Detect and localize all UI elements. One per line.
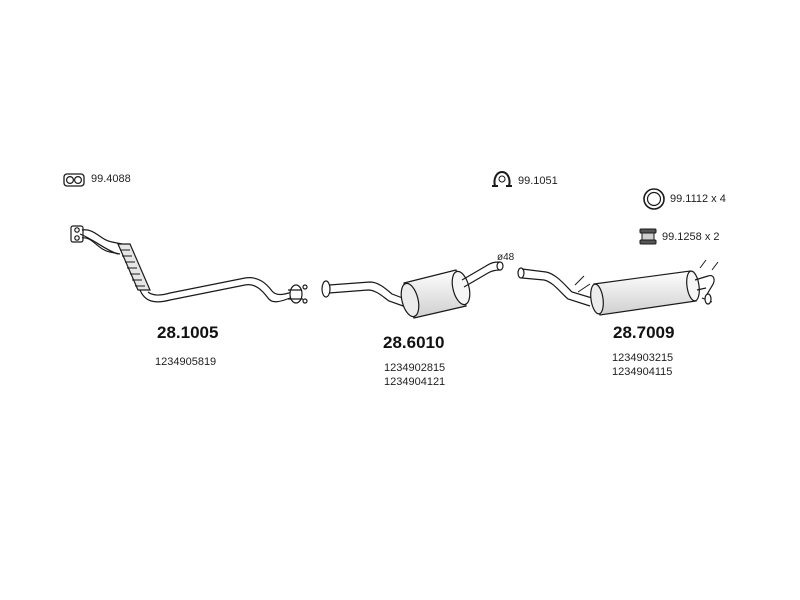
manifold-flange [70, 225, 84, 243]
clamp-icon [492, 170, 512, 187]
oe-ref-rear-silencer-1: 1234903215 [612, 352, 674, 364]
part-number-rear-silencer: 28.7009 [613, 323, 675, 342]
oe-ref-centre-silencer-2: 1234904121 [384, 376, 446, 388]
part-number-front-pipe: 28.1005 [157, 323, 219, 342]
gasket-icon [63, 173, 85, 187]
rear-silencer-body [590, 270, 700, 316]
rear-flange [288, 284, 308, 304]
part-number-centre-silencer: 28.6010 [383, 333, 445, 352]
centre-silencer-body [400, 269, 471, 319]
centre-silencer-drawing [321, 261, 504, 319]
rubber-mount-code: 99.1258 x 2 [662, 231, 720, 243]
diameter-label: ø48 [497, 252, 515, 263]
ring-code: 99.1112 x 4 [670, 193, 726, 205]
rubber-mount-icon [639, 228, 657, 245]
oe-ref-rear-silencer-2: 1234904115 [612, 366, 673, 378]
clamp-code: 99.1051 [518, 175, 558, 187]
front-pipe-drawing [70, 225, 308, 304]
oe-ref-front-pipe-1: 1234905819 [155, 356, 217, 368]
ring-icon [643, 188, 665, 210]
rear-silencer-drawing [517, 259, 719, 316]
gasket-code: 99.4088 [91, 173, 131, 185]
oe-ref-centre-silencer-1: 1234902815 [384, 362, 446, 374]
flex-section [117, 243, 151, 291]
